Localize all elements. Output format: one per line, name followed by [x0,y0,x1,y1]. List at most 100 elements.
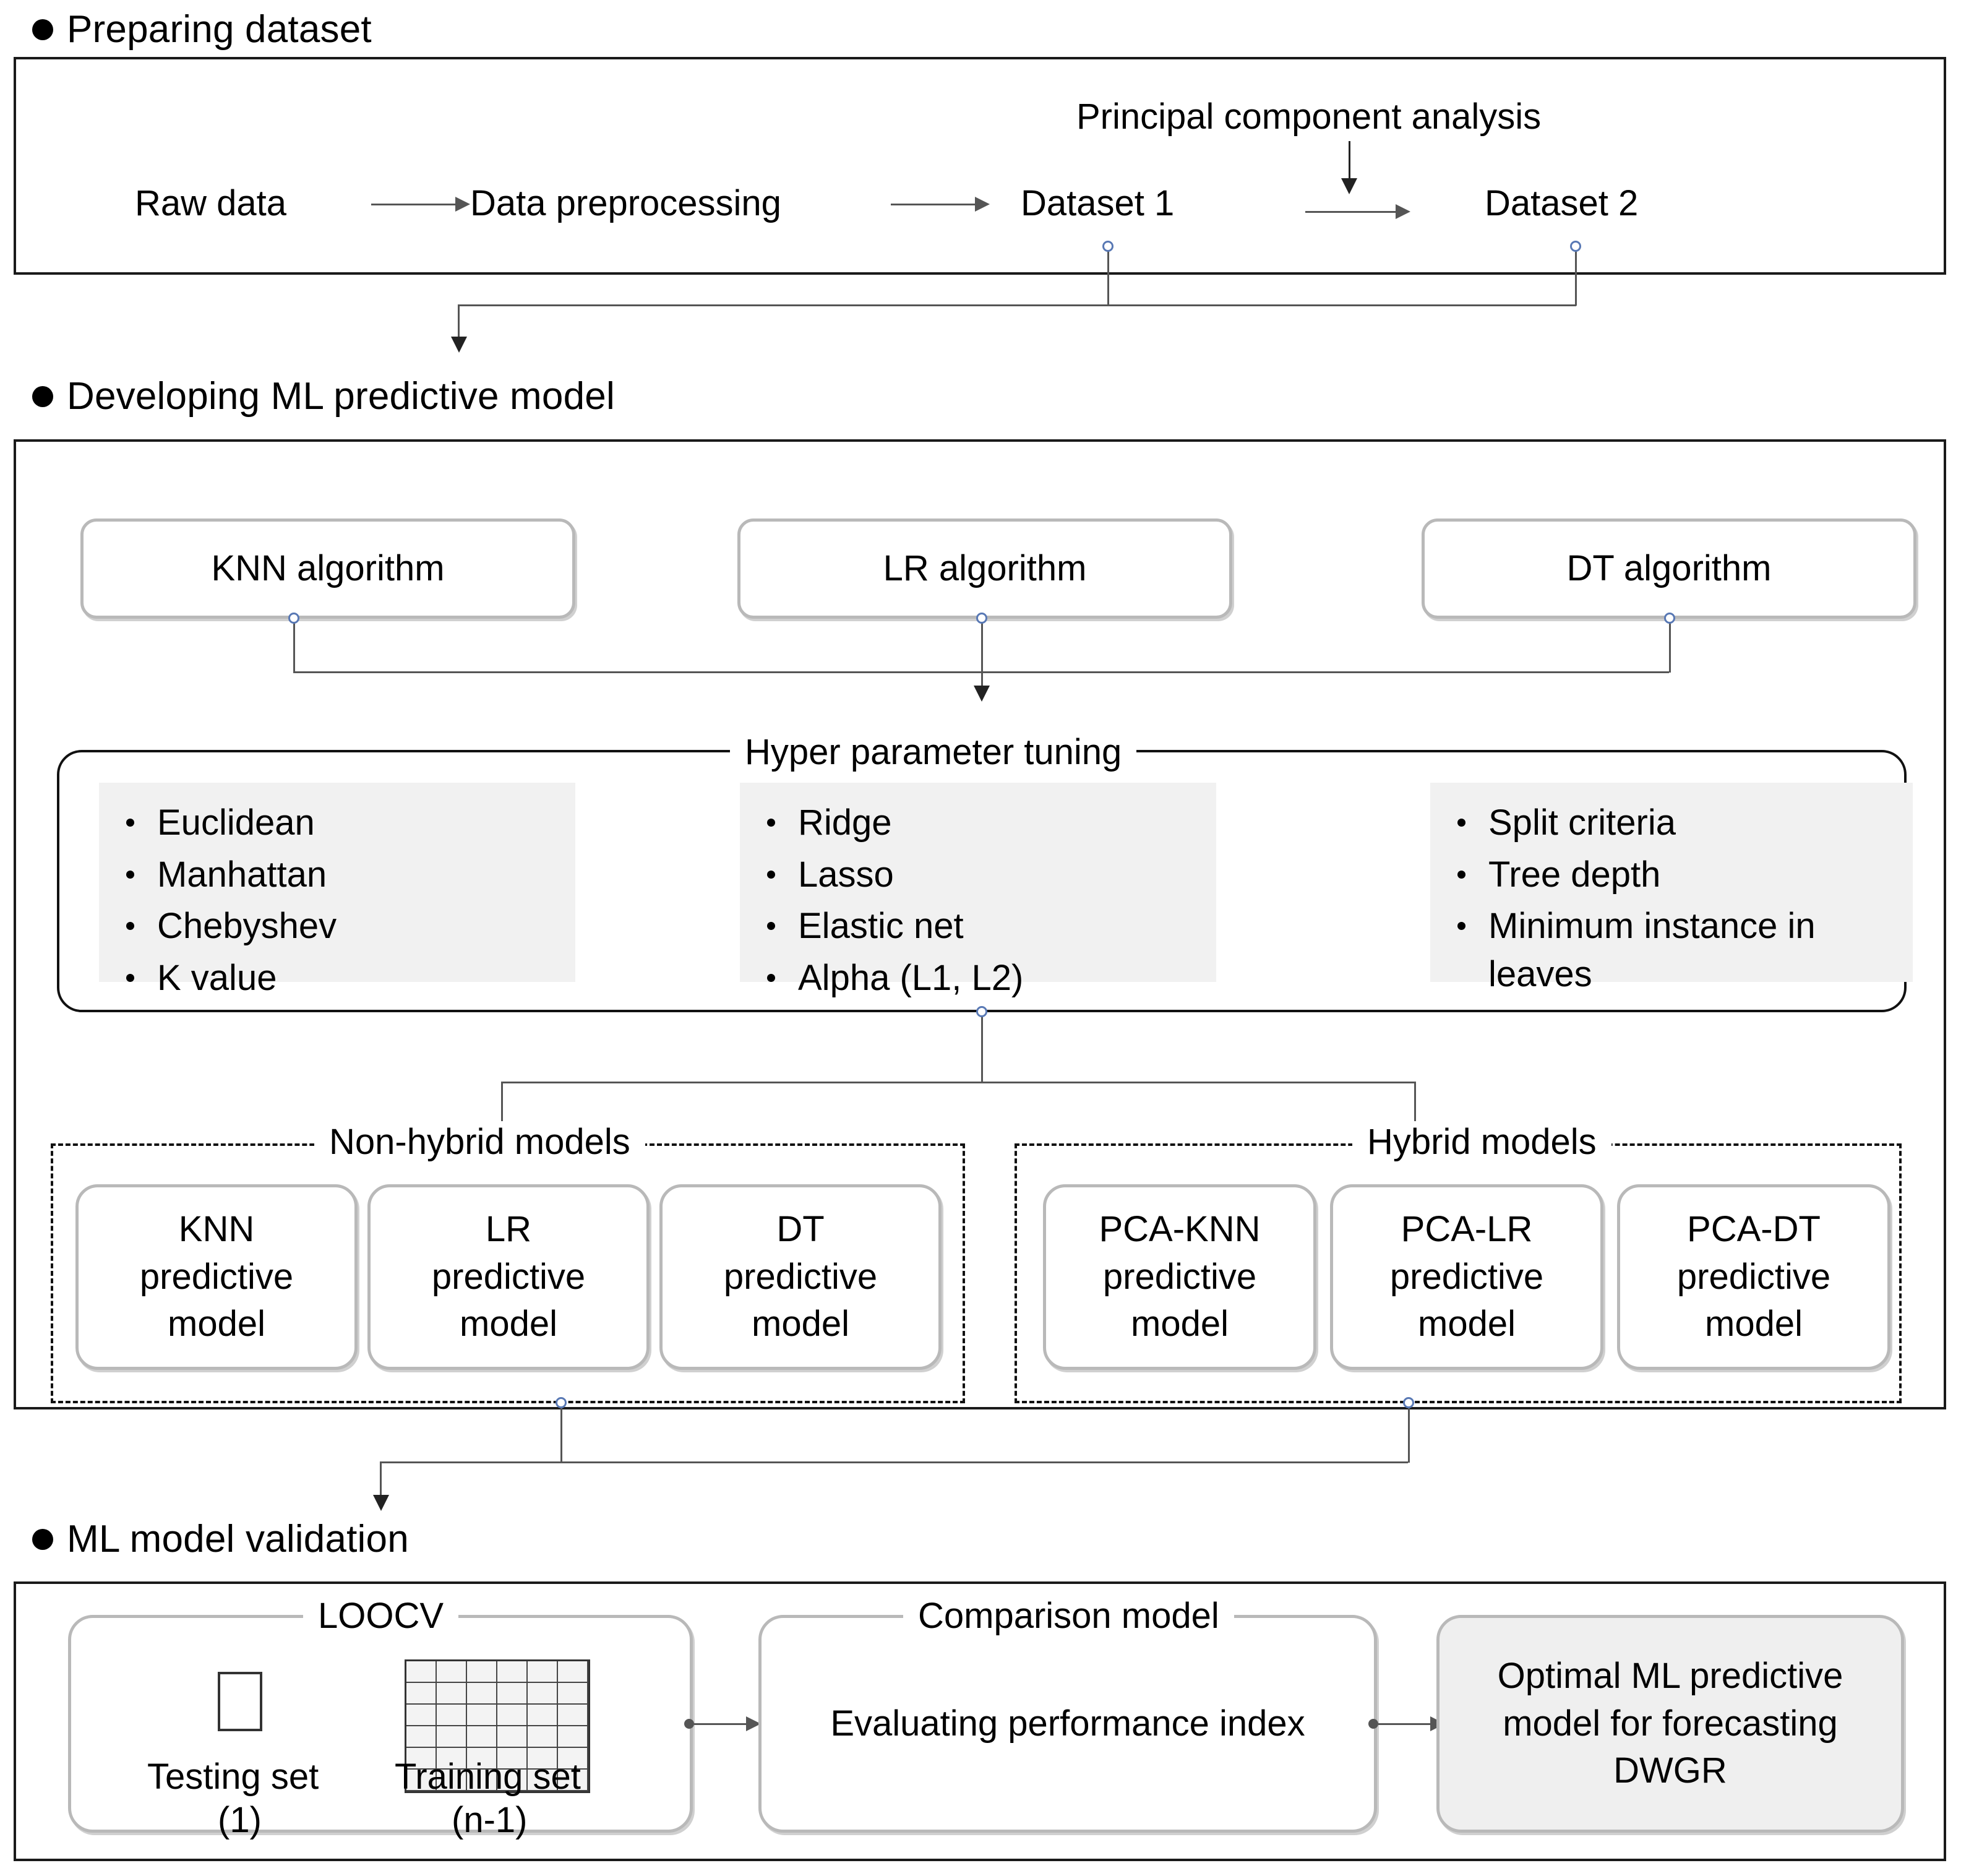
node-non-hybrid-out [556,1397,567,1408]
model-line-3: model [752,1304,849,1345]
label-dataset-1: Dataset 1 [1021,183,1175,223]
node-knn-out [288,613,299,624]
loocv-box [68,1615,693,1833]
arrow-to-tuning-icon [974,686,990,702]
node-hybrid-out [1403,1397,1414,1408]
testing-set-label-line1: Testing set [147,1757,319,1797]
arrow-raw-to-preprocess [371,197,470,212]
optimal-model-box: Optimal ML predictive model for forecast… [1436,1615,1904,1833]
comparison-model-label: Comparison model [903,1595,1234,1637]
node-comparison-out [1368,1719,1378,1729]
line-models-join [380,1461,1408,1463]
param-item: Ridge [757,799,1205,847]
model-box-pca-dt-predictive[interactable]: PCA-DT predictive model [1617,1184,1890,1370]
pca-connector-line [1349,141,1350,182]
param-panel-lr: Ridge Lasso Elastic net Alpha (L1, L2) [740,783,1216,998]
model-line-3: model [1705,1304,1803,1345]
line-join-to-section2 [458,304,460,342]
line-datasets-join [458,304,1576,306]
bullet-dot-icon [32,19,53,40]
line-dt-down [1669,618,1671,673]
algorithm-box-dt[interactable]: DT algorithm [1422,518,1916,619]
param-item: Tree depth [1448,851,1902,899]
model-line-1: DT [776,1209,825,1250]
testing-set-label-line2: (1) [218,1800,262,1840]
node-dt-out [1664,613,1675,624]
line-non-hybrid-down [560,1403,562,1463]
param-item: Chebyshev [116,902,564,950]
arrow-into-section2-icon [451,337,467,353]
model-line-2: predictive [1102,1256,1257,1297]
param-panel-knn: Euclidean Manhattan Chebyshev K value [99,783,575,998]
algorithm-box-lr[interactable]: LR algorithm [737,518,1232,619]
line-models-split [501,1082,1415,1083]
model-line-2: predictive [139,1256,294,1297]
arrow-preprocess-to-dataset1 [891,197,990,212]
node-dataset2-out [1570,241,1581,252]
model-line-1: PCA-LR [1401,1209,1533,1250]
param-item: Minimum instance in leaves [1448,902,1902,998]
node-tuning-out [976,1006,987,1017]
training-set-label-line2: (n-1) [452,1800,528,1840]
section-title: Developing ML predictive model [67,375,615,418]
optimal-model-line-2: model for forecasting [1503,1703,1838,1744]
algorithm-label: LR algorithm [883,548,1087,588]
node-dataset1-out [1102,241,1114,252]
comparison-model-body: Evaluating performance index [830,1703,1305,1744]
arrow-into-section3-icon [373,1495,389,1511]
model-box-pca-lr-predictive[interactable]: PCA-LR predictive model [1330,1184,1603,1370]
preparing-dataset-frame [14,57,1946,275]
model-line-1: PCA-KNN [1099,1209,1261,1250]
pca-arrow-head-icon [1341,178,1357,194]
section-title: Preparing dataset [67,8,372,51]
loocv-label: LOOCV [303,1595,459,1637]
node-lr-out [976,613,987,624]
model-line-3: model [168,1304,265,1345]
param-item: K value [116,954,564,1002]
algorithm-label: KNN algorithm [211,548,445,588]
line-to-hybrid [1414,1082,1416,1150]
model-line-3: model [460,1304,557,1345]
model-line-2: predictive [1676,1256,1831,1297]
model-box-lr-predictive[interactable]: LR predictive model [367,1184,650,1370]
param-item: Lasso [757,851,1205,899]
param-item: Euclidean [116,799,564,847]
model-line-2: predictive [431,1256,586,1297]
param-item: Manhattan [116,851,564,899]
node-loocv-out [684,1719,694,1729]
optimal-model-line-3: DWGR [1613,1750,1727,1791]
algorithm-box-knn[interactable]: KNN algorithm [80,518,575,619]
model-box-dt-predictive[interactable]: DT predictive model [659,1184,942,1370]
section-heading-model-validation: ML model validation [32,1517,409,1561]
optimal-model-line-1: Optimal ML predictive [1497,1656,1843,1697]
label-raw-data: Raw data [135,183,287,223]
arrow-dataset1-to-dataset2 [1305,204,1410,219]
model-box-knn-predictive[interactable]: KNN predictive model [75,1184,358,1370]
line-dataset2-down [1575,246,1577,306]
non-hybrid-models-label: Non-hybrid models [314,1121,645,1163]
model-line-2: predictive [723,1256,878,1297]
model-line-1: LR [485,1209,532,1250]
algorithm-label: DT algorithm [1566,548,1772,588]
testing-set-square-icon [218,1672,262,1731]
section-heading-developing-model: Developing ML predictive model [32,374,615,418]
model-line-2: predictive [1389,1256,1544,1297]
comparison-model-box: Evaluating performance index [758,1615,1377,1833]
section-heading-preparing-dataset: Preparing dataset [32,7,372,51]
section-title: ML model validation [67,1518,409,1560]
param-item: Elastic net [757,902,1205,950]
line-hybrid-down [1408,1403,1410,1463]
param-item: Split criteria [1448,799,1902,847]
bullet-dot-icon [32,385,53,407]
model-box-pca-knn-predictive[interactable]: PCA-KNN predictive model [1043,1184,1316,1370]
model-line-3: model [1131,1304,1229,1345]
line-knn-down [293,618,295,673]
line-join-to-section3 [380,1461,382,1500]
param-item: Alpha (L1, L2) [757,954,1205,1002]
model-line-1: KNN [178,1209,255,1250]
model-line-3: model [1418,1304,1516,1345]
line-dataset1-down [1107,246,1109,306]
line-to-non-hybrid [501,1082,503,1150]
hyper-parameter-tuning-label: Hyper parameter tuning [730,731,1137,773]
